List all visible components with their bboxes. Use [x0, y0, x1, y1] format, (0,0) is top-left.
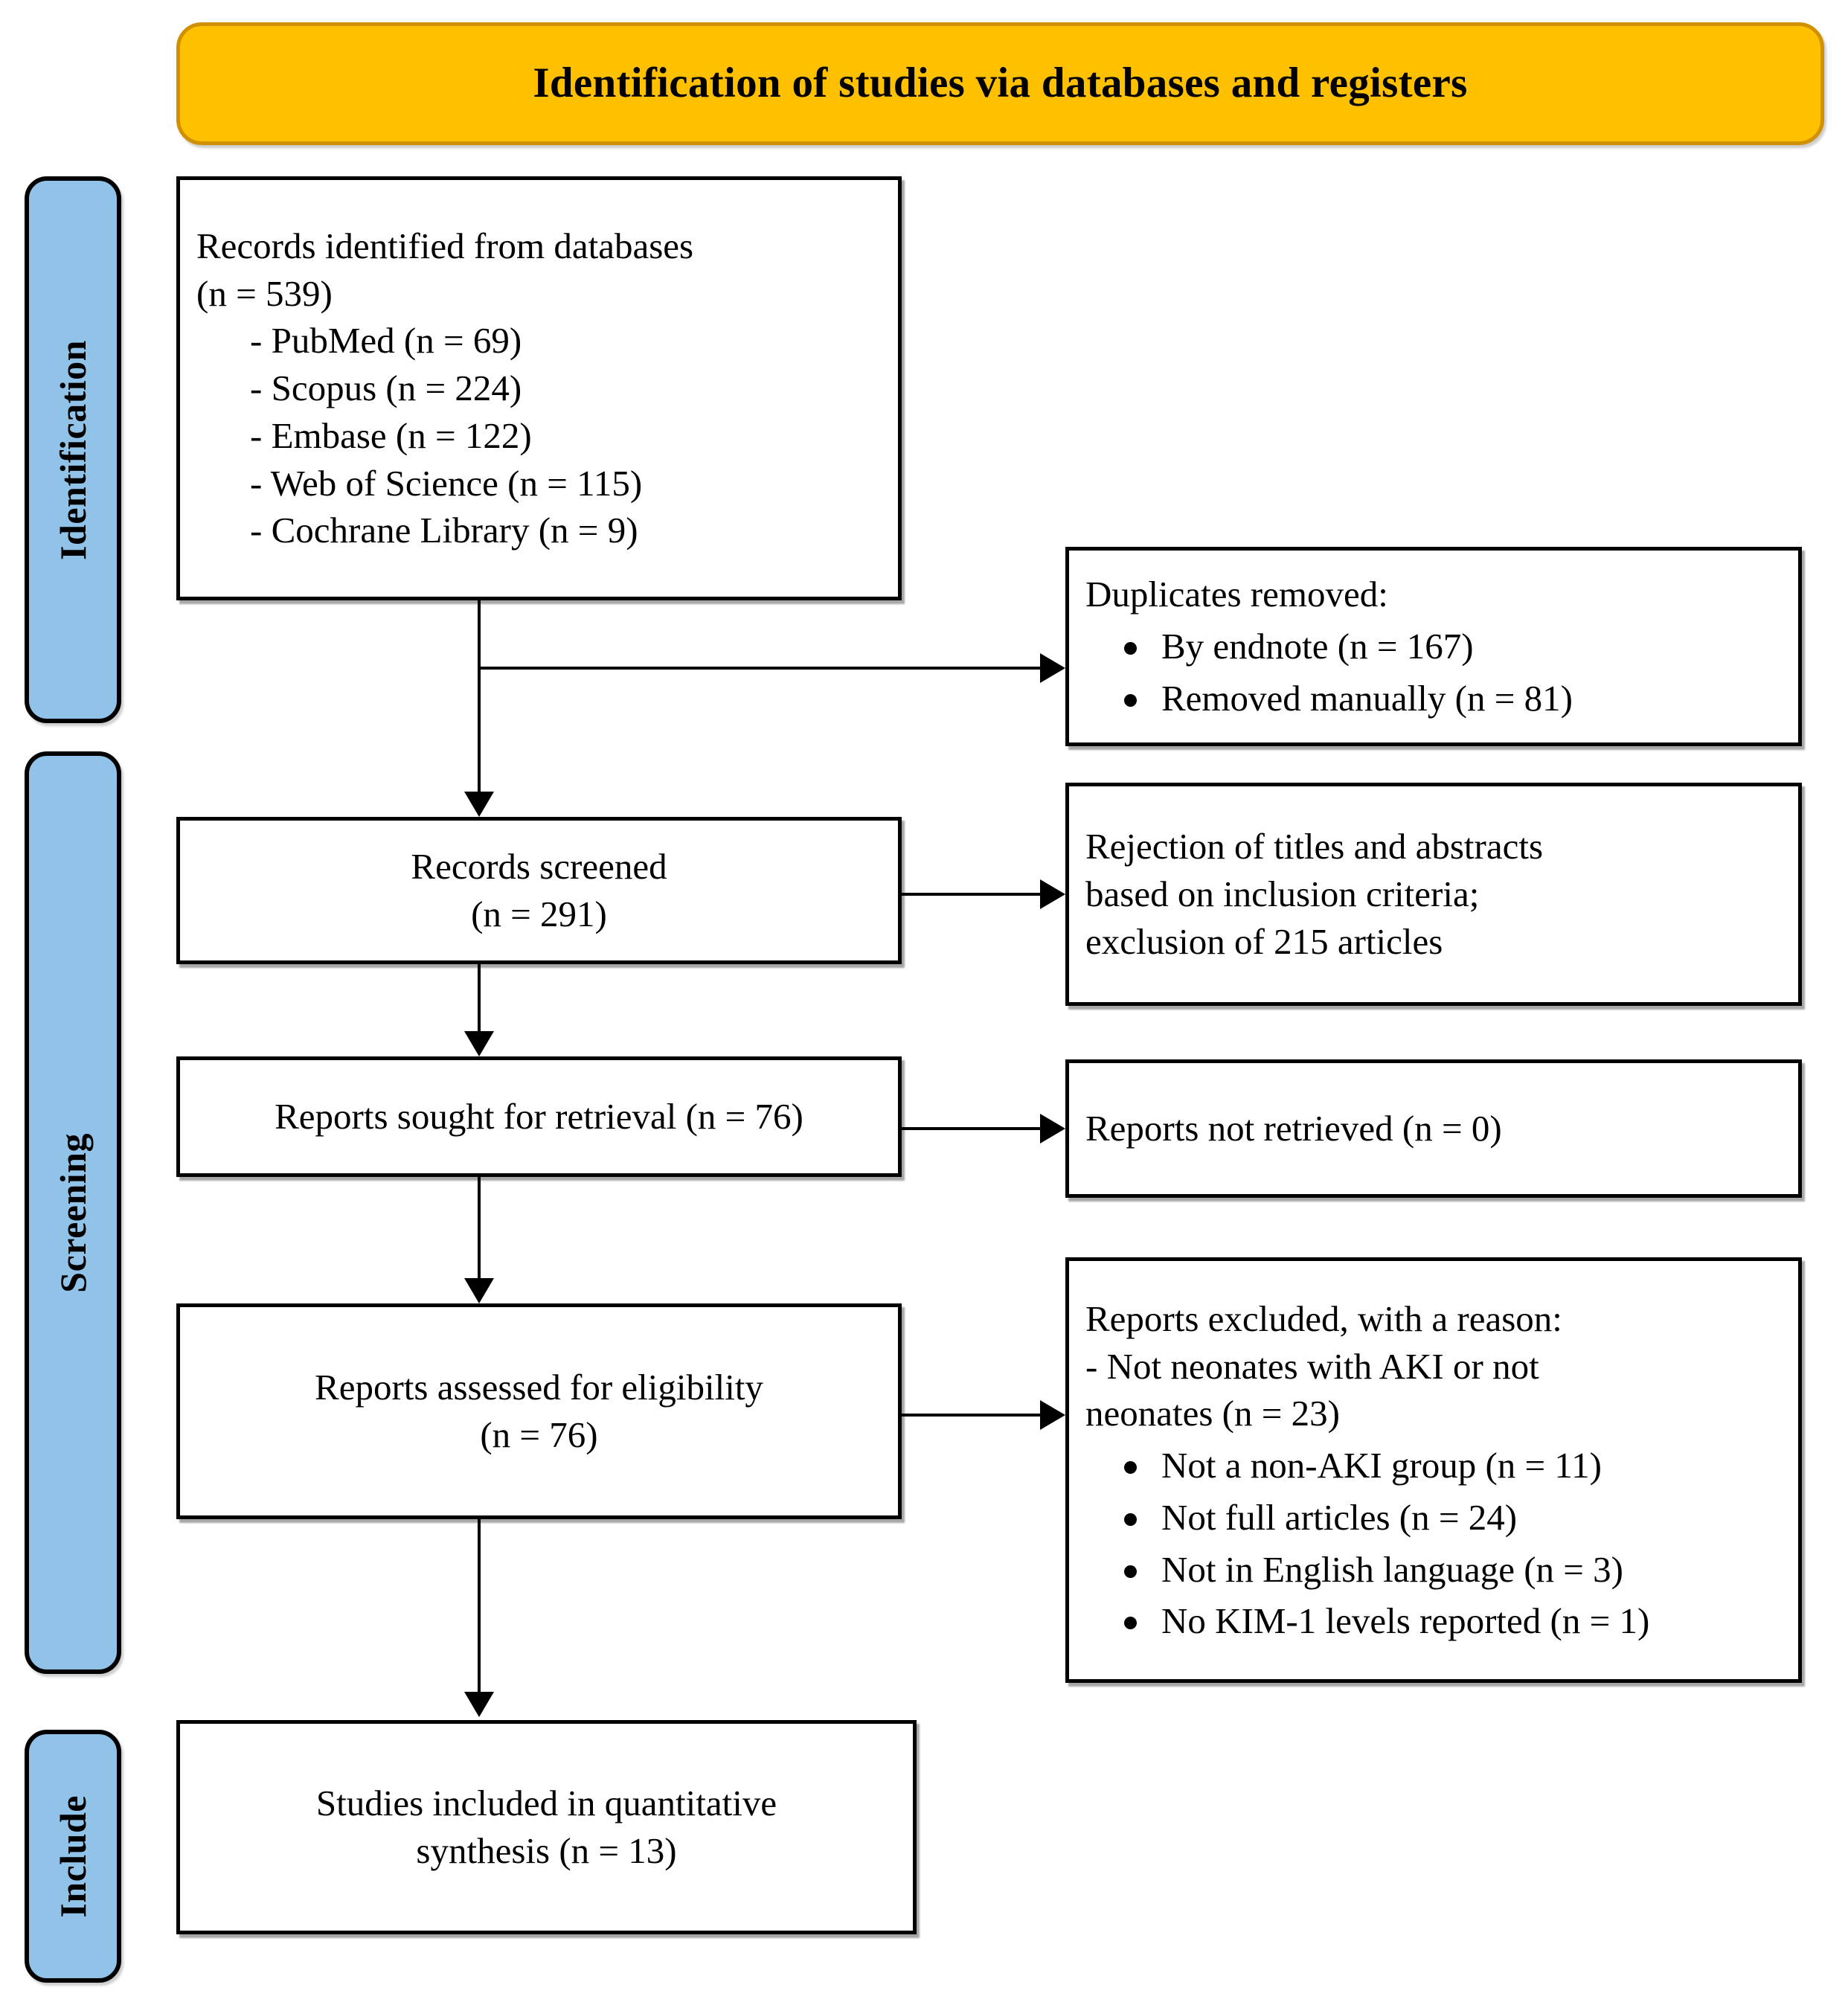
box-records-screened: Records screened (n = 291) — [176, 817, 902, 964]
box-reports-excluded: Reports excluded, with a reason: - Not n… — [1065, 1257, 1802, 1683]
box-duplicates-removed: Duplicates removed: By endnote (n = 167)… — [1065, 547, 1802, 746]
rejection-line1: Rejection of titles and abstracts — [1085, 826, 1544, 867]
box-reports-not-retrieved: Reports not retrieved (n = 0) — [1065, 1059, 1802, 1198]
arrowhead-to-excluded — [1040, 1400, 1065, 1430]
box-reports-assessed: Reports assessed for eligibility (n = 76… — [176, 1303, 902, 1519]
rejection-line3: exclusion of 215 articles — [1085, 920, 1443, 962]
records-screened-count: (n = 291) — [471, 894, 607, 934]
reports-not-retrieved-label: Reports not retrieved (n = 0) — [1085, 1108, 1502, 1149]
arrowhead-to-sought — [464, 1031, 494, 1056]
connector-sought-to-not-retrieved — [902, 1127, 1042, 1130]
source-embase: - Embase (n = 122) — [250, 414, 532, 456]
excluded-heading: Reports excluded, with a reason: — [1085, 1298, 1562, 1340]
connector-assessed-to-excluded — [902, 1414, 1042, 1417]
box-studies-included: Studies included in quantitative synthes… — [176, 1720, 917, 1934]
list-item: Removed manually (n = 81) — [1115, 675, 1782, 722]
source-pubmed: - PubMed (n = 69) — [250, 320, 522, 362]
duplicates-list: By endnote (n = 167) Removed manually (n… — [1085, 618, 1782, 722]
list-item: No KIM-1 levels reported (n = 1) — [1115, 1597, 1782, 1645]
list-item: By endnote (n = 167) — [1115, 623, 1782, 670]
diagram-title-banner: Identification of studies via databases … — [176, 22, 1824, 145]
arrowhead-to-rejection — [1040, 879, 1065, 909]
excluded-dash-line2: neonates (n = 23) — [1085, 1393, 1340, 1434]
stage-label-include-text: Include — [52, 1794, 94, 1918]
reports-sought-label: Reports sought for retrieval (n = 76) — [275, 1096, 803, 1138]
stage-label-screening: Screening — [25, 751, 121, 1674]
connector-sought-to-assessed — [478, 1177, 481, 1280]
box-records-identified: Records identified from databases (n = 5… — [176, 176, 902, 600]
reports-assessed-label: Reports assessed for eligibility — [315, 1367, 763, 1408]
connector-screened-to-rejection — [902, 893, 1042, 896]
studies-included-line2: synthesis (n = 13) — [416, 1830, 677, 1871]
page-title: Identification of studies via databases … — [533, 60, 1468, 107]
arrowhead-to-screened — [464, 792, 494, 817]
stage-label-include: Include — [25, 1730, 121, 1983]
box-rejection-titles-abstracts: Rejection of titles and abstracts based … — [1065, 783, 1802, 1006]
list-item: Not a non-AKI group (n = 11) — [1115, 1442, 1782, 1489]
list-item: Not full articles (n = 24) — [1115, 1494, 1782, 1542]
arrowhead-to-duplicates — [1040, 653, 1065, 683]
source-scopus: - Scopus (n = 224) — [250, 368, 522, 409]
connector-identified-to-duplicates — [478, 667, 1042, 670]
duplicates-heading: Duplicates removed: — [1085, 574, 1388, 615]
studies-included-line1: Studies included in quantitative — [315, 1783, 777, 1824]
arrowhead-to-not-retrieved — [1040, 1114, 1065, 1143]
connector-screened-to-sought — [478, 964, 481, 1033]
arrowhead-to-assessed — [464, 1278, 494, 1303]
excluded-list: Not a non-AKI group (n = 11) Not full ar… — [1085, 1437, 1782, 1645]
records-screened-label: Records screened — [411, 846, 667, 888]
connector-assessed-to-included — [478, 1519, 481, 1693]
arrowhead-to-included — [464, 1692, 494, 1717]
box-reports-sought: Reports sought for retrieval (n = 76) — [176, 1056, 902, 1177]
source-cochrane-library: - Cochrane Library (n = 9) — [250, 510, 638, 551]
connector-identified-trunk — [478, 600, 481, 812]
records-identified-line1: Records identified from databases — [196, 225, 694, 267]
list-item: Not in English language (n = 3) — [1115, 1546, 1782, 1594]
source-web-of-science: - Web of Science (n = 115) — [250, 462, 643, 504]
stage-label-identification-text: Identification — [52, 339, 94, 560]
records-identified-count: (n = 539) — [196, 272, 333, 314]
excluded-dash-line1: - Not neonates with AKI or not — [1085, 1345, 1539, 1387]
reports-assessed-count: (n = 76) — [480, 1414, 598, 1455]
stage-label-identification: Identification — [25, 176, 121, 723]
stage-label-screening-text: Screening — [52, 1132, 94, 1293]
rejection-line2: based on inclusion criteria; — [1085, 873, 1480, 915]
